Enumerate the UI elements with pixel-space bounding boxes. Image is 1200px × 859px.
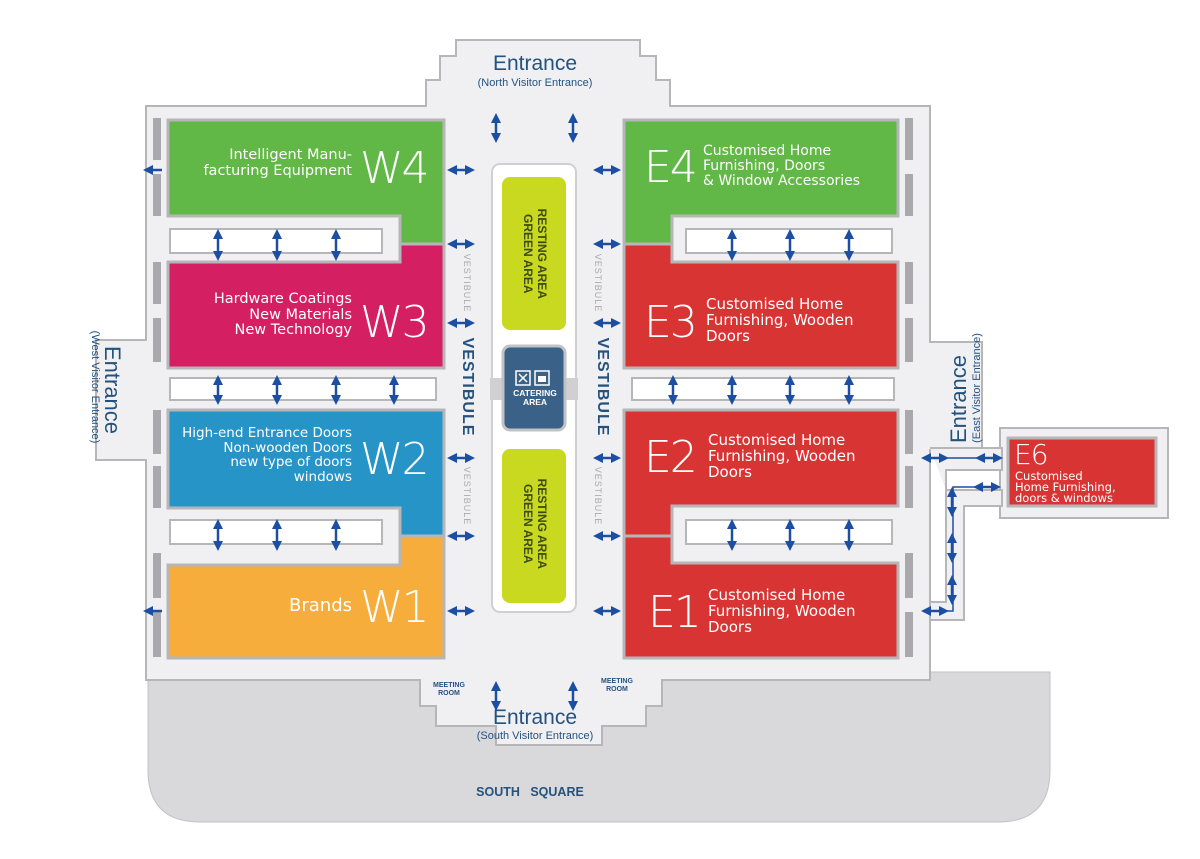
- navigation-arrows: [213, 113, 1003, 711]
- hall-w3-code: W3: [360, 297, 429, 348]
- west-vestibule-small-bottom: VESTIBULE: [462, 466, 472, 526]
- coffee-cup-icon: [534, 370, 550, 386]
- west-entrance-subtitle: (West Visitor Entrance): [89, 330, 101, 444]
- hall-w1-code: W1: [360, 582, 429, 633]
- hall-e2-label: Customised Home Furnishing, Wooden Doors: [708, 431, 856, 482]
- west-vestibule-label: VESTIBULE: [459, 337, 476, 437]
- e6-route-lines: [944, 457, 980, 612]
- resting-area-top[interactable]: [502, 177, 566, 330]
- north-entrance-subtitle: (North Visitor Entrance): [477, 77, 593, 89]
- hall-e3[interactable]: [622, 242, 900, 370]
- hall-w1[interactable]: [166, 534, 446, 660]
- hall-w3-label: Hardware Coatings New Materials New Tech…: [213, 291, 352, 339]
- e6-corridor: [929, 447, 1003, 621]
- hall-w4-label: Intelligent Manu- facturing Equipment: [203, 147, 352, 179]
- hall-e6[interactable]: [1006, 436, 1158, 508]
- hall-e6-code: E6: [1014, 438, 1049, 471]
- east-vestibule-small-top: VESTIBULE: [593, 253, 603, 313]
- hall-w1-label: Brands: [289, 595, 352, 616]
- meeting-room-left: MEETING ROOM: [433, 682, 465, 697]
- west-entrance-title: Entrance: [100, 345, 125, 435]
- west-vestibule-small-top: VESTIBULE: [462, 253, 472, 313]
- east-vestibule-small-bottom: VESTIBULE: [593, 466, 603, 526]
- hall-e3-label: Customised Home Furnishing, Wooden Doors: [706, 295, 854, 346]
- hall-e6-label: Customised Home Furnishing, doors & wind…: [1015, 469, 1116, 505]
- hall-e2-code: E2: [644, 432, 698, 483]
- south-square-label: SOUTH SQUARE: [476, 785, 584, 799]
- resting-area-bottom-label: RESTING AREA GREEN AREA: [521, 478, 549, 569]
- east-entrance-title: Entrance: [946, 354, 971, 444]
- cutlery-icon: [515, 370, 531, 386]
- hall-e1-label: Customised Home Furnishing, Wooden Doors: [708, 586, 856, 637]
- service-strips: [153, 118, 913, 657]
- hall-w4-code: W4: [360, 143, 429, 194]
- hall-e4-code: E4: [644, 142, 698, 193]
- catering-area[interactable]: [501, 344, 567, 432]
- exit-arrows: [143, 165, 162, 616]
- east-entrance-subtitle: (East Visitor Entrance): [971, 333, 983, 443]
- hall-w2-label: High-end Entrance Doors Non-wooden Doors…: [182, 425, 352, 485]
- south-entrance-title: Entrance: [492, 706, 578, 729]
- hall-e4-label: Customised Home Furnishing, Doors & Wind…: [703, 143, 861, 190]
- resting-area-top-label: RESTING AREA GREEN AREA: [521, 208, 549, 299]
- hall-w2-code: W2: [360, 434, 429, 485]
- meeting-room-right: MEETING ROOM: [601, 678, 633, 693]
- north-entrance-title: Entrance: [492, 52, 578, 75]
- hall-e3-code: E3: [644, 297, 698, 348]
- south-square-area: [147, 671, 1051, 823]
- hall-e1[interactable]: [622, 534, 900, 660]
- catering-area-label: CATERING AREA: [513, 388, 557, 408]
- east-vestibule-label: VESTIBULE: [594, 337, 611, 437]
- hall-w3[interactable]: [166, 242, 446, 370]
- resting-area-bottom[interactable]: [502, 449, 566, 603]
- hall-e1-code: E1: [648, 587, 702, 638]
- south-entrance-subtitle: (South Visitor Entrance): [476, 730, 594, 742]
